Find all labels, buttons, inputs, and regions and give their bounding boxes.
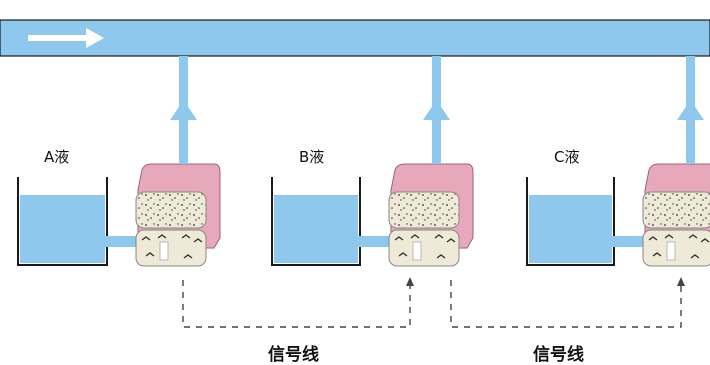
main-pipe	[0, 19, 710, 57]
signal-line-label-1: 信号线	[268, 345, 319, 365]
unit-b	[271, 56, 474, 267]
up-arrow-icon	[423, 100, 450, 120]
unit-a	[17, 56, 221, 267]
pump-c	[642, 163, 710, 267]
tank-b-liquid	[274, 195, 358, 263]
unit-c	[526, 56, 710, 267]
tank-b-outlet-pipe	[358, 236, 390, 247]
pump-a	[135, 163, 221, 267]
tank-a-liquid	[20, 195, 105, 263]
signal-line-1	[182, 280, 411, 328]
tank-c-outlet-pipe	[612, 236, 644, 247]
signal-arrow-icon	[406, 277, 414, 286]
signal-arrow-icon	[677, 277, 685, 286]
signal-line-label-2: 信号线	[533, 345, 584, 365]
tank-label-c: C液	[554, 148, 580, 166]
up-arrow-icon	[170, 100, 197, 120]
signal-line-2	[450, 280, 682, 328]
tank-c	[526, 177, 615, 266]
tank-a	[17, 177, 108, 266]
flow-arrow-icon	[28, 28, 104, 48]
up-arrow-icon	[677, 100, 704, 120]
tank-b	[271, 177, 361, 266]
tank-a-outlet-pipe	[105, 236, 137, 247]
pump-b	[388, 163, 474, 267]
tank-label-a: A液	[44, 148, 70, 166]
tank-c-liquid	[529, 195, 612, 263]
tank-label-b: B液	[299, 148, 325, 166]
